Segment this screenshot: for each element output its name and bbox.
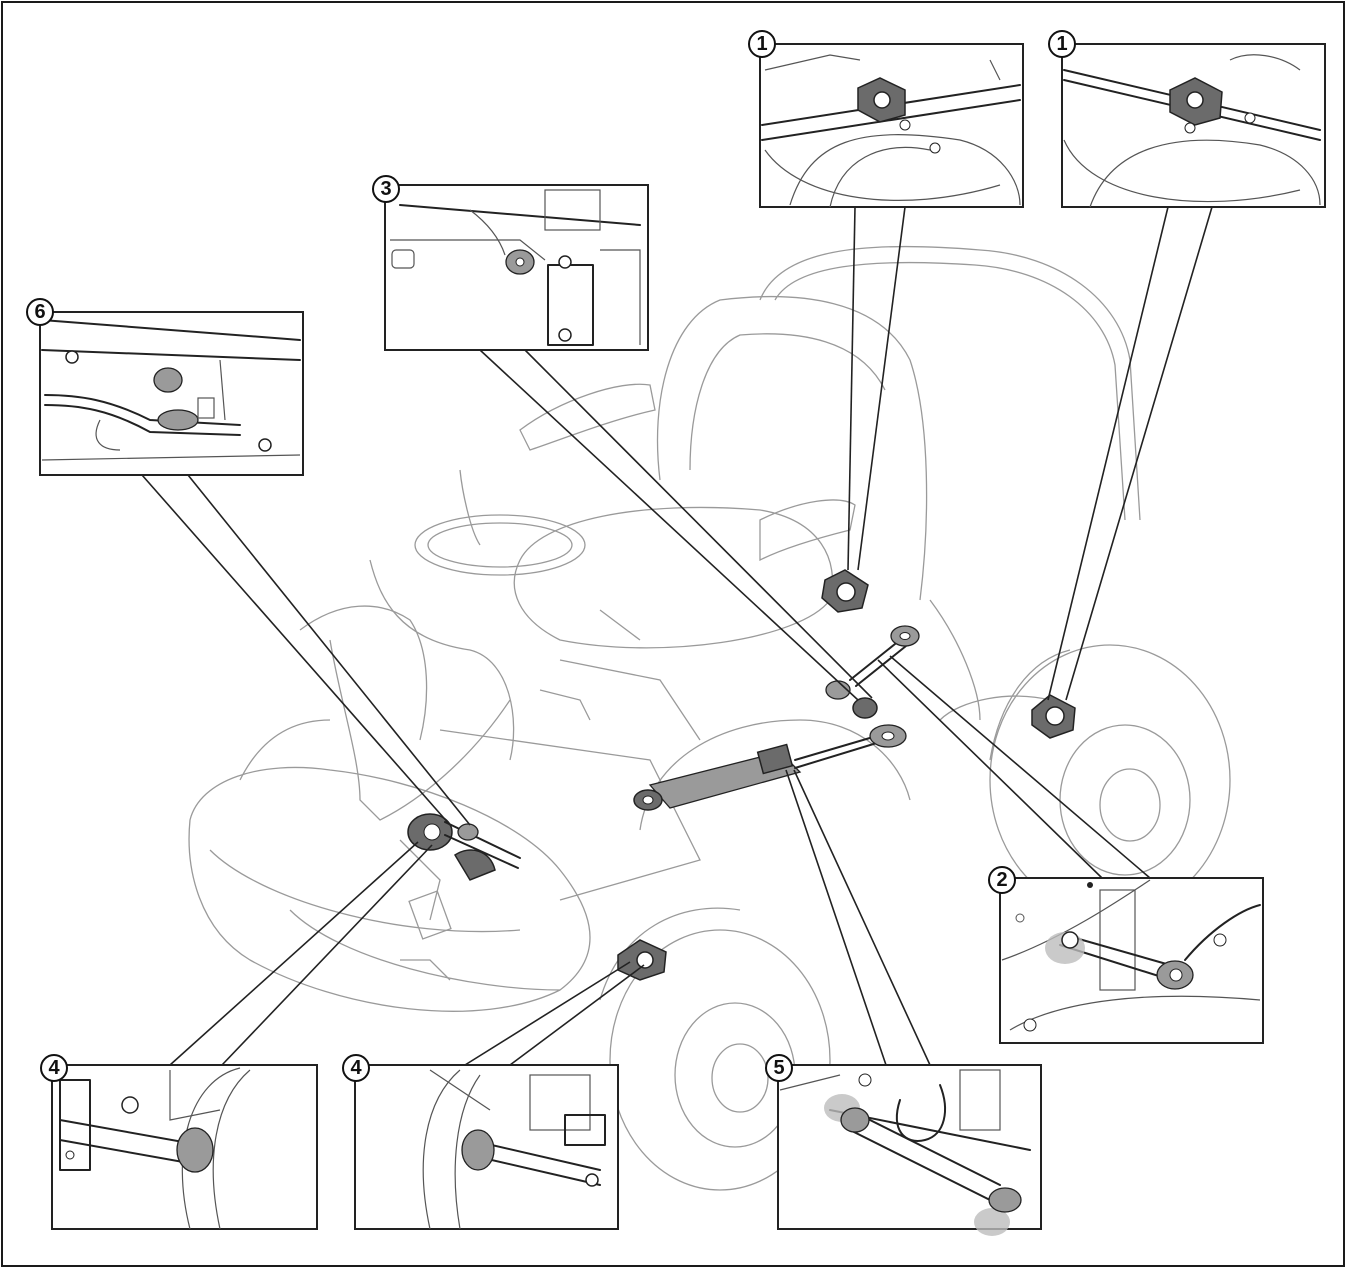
callout-badge-1b: 1	[1048, 30, 1076, 58]
detail-panel-3	[384, 184, 649, 351]
callout-badge-2: 2	[988, 866, 1016, 894]
detail-panel-4a	[51, 1064, 318, 1230]
detail-panel-2	[999, 877, 1264, 1044]
detail-panel-1b	[1061, 43, 1326, 208]
callout-badge-3: 3	[372, 175, 400, 203]
callout-badge-4a: 4	[40, 1054, 68, 1082]
rider-mower-outline	[188, 245, 1231, 1191]
detail-panel-5	[777, 1064, 1042, 1236]
grease-points-parts	[407, 569, 1076, 981]
detail-panel-6	[39, 311, 304, 476]
callout-badge-6: 6	[26, 298, 54, 326]
callout-badge-1a: 1	[748, 30, 776, 58]
detail-panel-1a	[759, 43, 1024, 208]
callout-badge-4b: 4	[342, 1054, 370, 1082]
callout-leader-lines	[141, 206, 1213, 1066]
detail-panel-4b	[354, 1064, 619, 1230]
callout-badge-5: 5	[765, 1054, 793, 1082]
